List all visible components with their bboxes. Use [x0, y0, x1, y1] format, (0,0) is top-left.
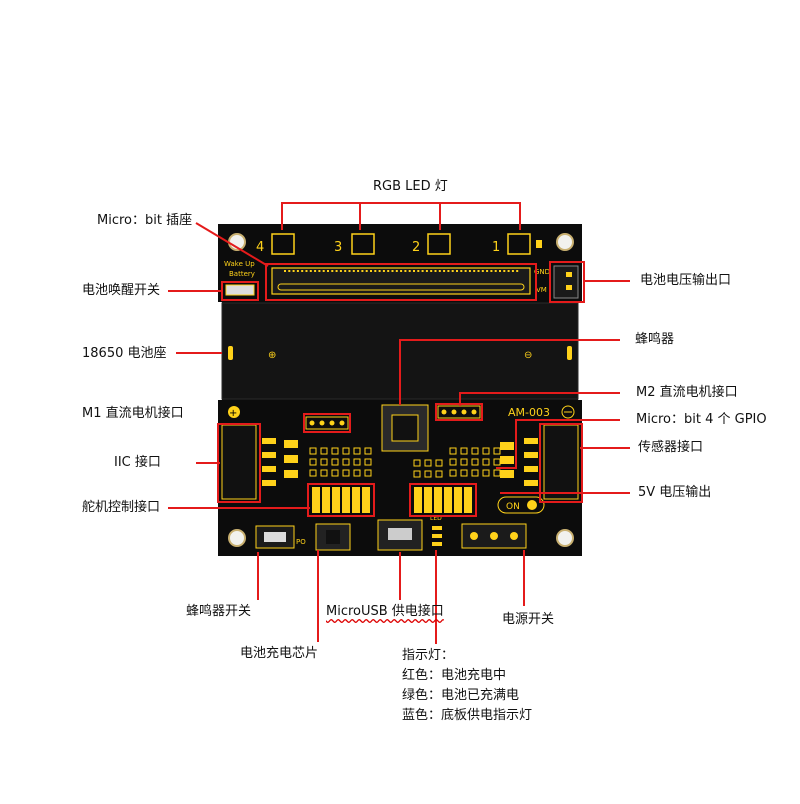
header-pin [460, 469, 468, 477]
header-pin [309, 469, 317, 477]
po-text: PO [296, 538, 306, 546]
header-pin [482, 458, 490, 466]
5v-pads [414, 487, 472, 513]
label-indicator-title: 指示灯： [402, 648, 455, 663]
header-pin [353, 469, 361, 477]
gpio-header [413, 447, 501, 478]
model-text: AM-003 [508, 406, 550, 419]
label-rgb-led: RGB LED 灯 [373, 179, 448, 194]
label-buzzer-switch: 蜂鸣器开关 [186, 604, 252, 619]
led-number-4: 4 [256, 240, 264, 255]
wake-switch [225, 284, 255, 296]
header-pin [364, 458, 372, 466]
header-pin [342, 458, 350, 466]
header-pin [309, 458, 317, 466]
battery-voltage-connector [553, 265, 579, 299]
label-iic: IIC 接口 [114, 455, 161, 470]
m2-header [441, 409, 477, 415]
label-battery-voltage-out: 电池电压输出口 [640, 273, 732, 288]
header-pin [413, 470, 421, 478]
header-pin [424, 470, 432, 478]
header-pin [460, 458, 468, 466]
led-number-3: 3 [334, 240, 342, 255]
label-indicator-green: 绿色：电池已充满电 [402, 688, 520, 703]
header-pin [331, 458, 339, 466]
label-charge-chip: 电池充电芯片 [240, 646, 319, 661]
servo-header [309, 447, 372, 477]
label-servo: 舵机控制接口 [82, 500, 161, 515]
label-power-switch: 电源开关 [502, 612, 555, 627]
header-pin [435, 459, 443, 467]
label-microbit-socket: Micro：bit 插座 [97, 213, 193, 228]
label-battery-wake-switch: 电池唤醒开关 [82, 283, 161, 298]
label-m1-motor: M1 直流电机接口 [82, 406, 184, 421]
header-pin [482, 469, 490, 477]
header-pin [331, 447, 339, 455]
header-pin [449, 469, 457, 477]
charge-chip [315, 523, 351, 551]
header-pin [482, 447, 490, 455]
label-microusb: MicroUSB 供电接口 [326, 604, 444, 619]
header-pin [424, 459, 432, 467]
header-pin [413, 459, 421, 467]
servo-pads [312, 487, 370, 513]
header-pin [449, 458, 457, 466]
on-text: ON [506, 502, 520, 512]
header-pin [342, 447, 350, 455]
indicator-leds [432, 526, 442, 546]
header-pin [364, 469, 372, 477]
label-sensor: 传感器接口 [638, 440, 704, 455]
header-pin [460, 447, 468, 455]
vm-text: VM [536, 286, 547, 294]
m1-header [309, 420, 345, 426]
gnd-text: GND [534, 268, 550, 276]
svg-text:⊕: ⊕ [268, 350, 276, 361]
header-pin [353, 458, 361, 466]
svg-text:+: + [229, 408, 237, 419]
led-number-2: 2 [412, 240, 420, 255]
rgb-leds [271, 233, 531, 255]
header-pin [320, 447, 328, 455]
label-microbit-gpio: Micro：bit 4 个 GPIO [636, 412, 767, 427]
header-pin [342, 469, 350, 477]
header-pin [471, 458, 479, 466]
svg-text:⊖: ⊖ [524, 350, 532, 361]
led-tag: LED [430, 515, 442, 522]
header-pin [320, 469, 328, 477]
header-pin [471, 469, 479, 477]
label-5v-out: 5V 电压输出 [638, 485, 712, 500]
header-pin [320, 458, 328, 466]
header-pin [435, 470, 443, 478]
label-indicator-blue: 蓝色：底板供电指示灯 [402, 708, 533, 723]
callout-lines [168, 202, 630, 644]
label-indicator-red: 红色：电池充电中 [402, 668, 507, 683]
header-pin [309, 447, 317, 455]
wake-up-text: Wake Up [224, 260, 255, 268]
header-pin [449, 447, 457, 455]
label-battery-holder: 18650 电池座 [82, 346, 167, 361]
label-m2-motor: M2 直流电机接口 [636, 385, 738, 400]
header-pin [493, 447, 501, 455]
sensor-connector [543, 424, 579, 500]
battery-text: Battery [229, 270, 255, 278]
led-number-1: 1 [492, 240, 500, 255]
header-pin [353, 447, 361, 455]
header-pin [331, 469, 339, 477]
iic-connector [221, 424, 257, 500]
header-pin [471, 447, 479, 455]
header-pin [364, 447, 372, 455]
on-switch [497, 496, 545, 514]
label-buzzer: 蜂鸣器 [635, 332, 675, 347]
